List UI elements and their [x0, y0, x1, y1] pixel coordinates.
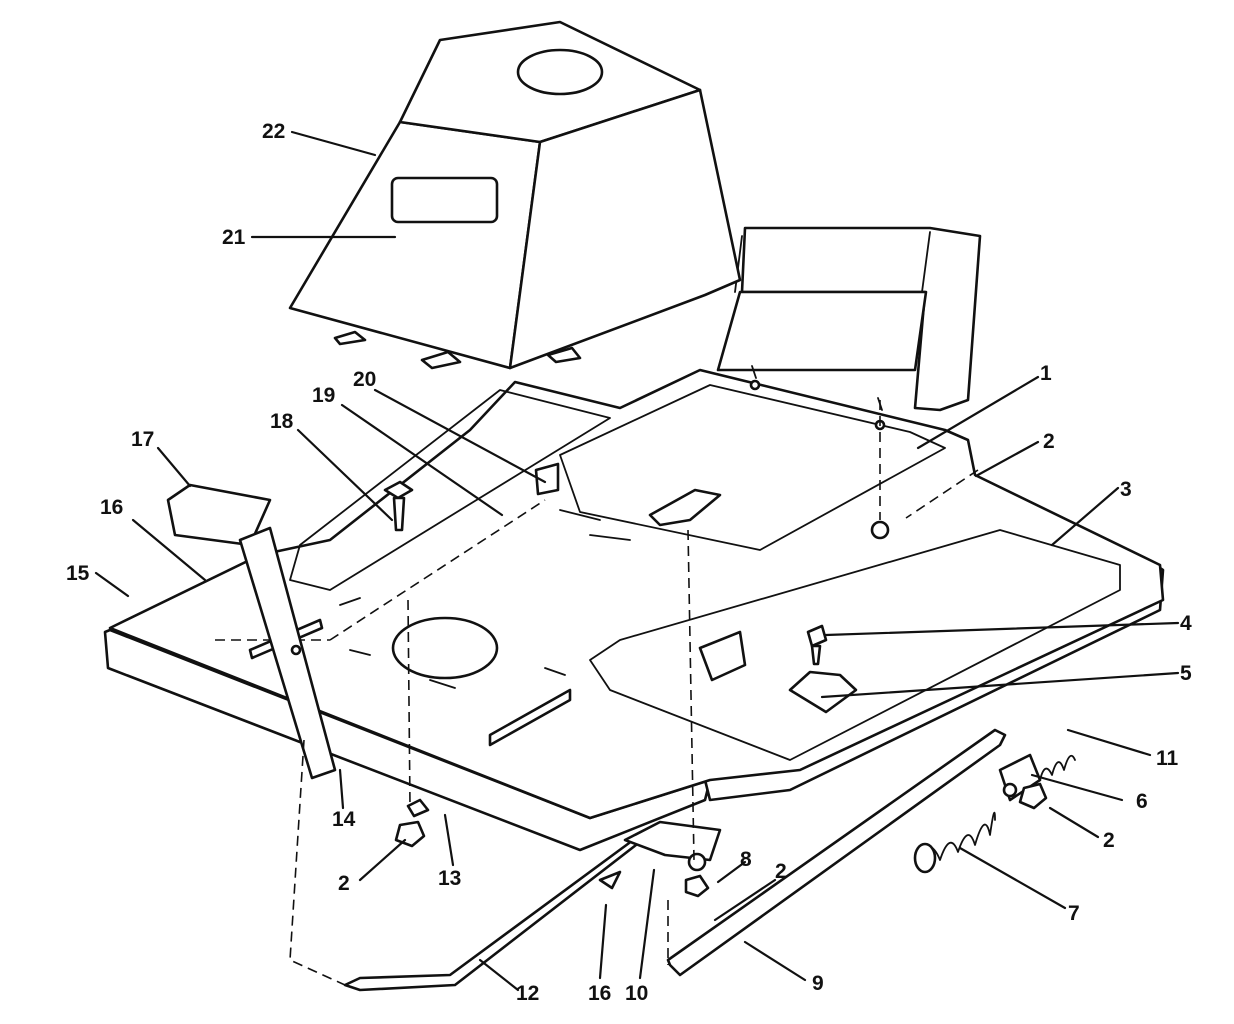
seat-back — [716, 226, 982, 412]
callout-6: 6 — [1136, 790, 1148, 813]
callout-22: 22 — [262, 120, 285, 143]
leader-lines — [94, 130, 1180, 992]
callout-2: 2 — [775, 860, 787, 883]
callout-3: 3 — [1120, 478, 1132, 501]
callout-2: 2 — [1103, 829, 1115, 852]
platform-part-15 — [103, 368, 1165, 852]
callout-19: 19 — [312, 384, 335, 407]
callout-17: 17 — [131, 428, 154, 451]
callout-1: 1 — [1040, 362, 1052, 385]
callout-18: 18 — [270, 410, 294, 433]
callout-15: 15 — [66, 562, 90, 585]
callout-12: 12 — [516, 982, 539, 1005]
callout-11: 11 — [1156, 747, 1179, 770]
callout-8: 8 — [740, 848, 752, 871]
callout-2: 2 — [1043, 430, 1055, 453]
callout-7: 7 — [1068, 902, 1080, 925]
callout-10: 10 — [625, 982, 648, 1005]
callout-2: 2 — [338, 872, 350, 895]
callout-16: 16 — [588, 982, 611, 1005]
callouts: 22 21 20 19 18 17 16 15 1 2 3 4 5 11 6 2… — [66, 120, 1192, 1005]
callout-20: 20 — [353, 368, 376, 391]
pedal-part-17 — [166, 483, 337, 780]
callout-13: 13 — [438, 867, 461, 890]
callout-14: 14 — [332, 808, 356, 831]
callout-21: 21 — [222, 226, 246, 249]
linkage-parts — [289, 400, 1076, 992]
callout-5: 5 — [1180, 662, 1192, 685]
callout-16: 16 — [100, 496, 123, 519]
callout-9: 9 — [812, 972, 824, 995]
fastener-group — [383, 365, 890, 714]
console-cover-part-21 — [288, 20, 742, 370]
callout-4: 4 — [1180, 612, 1192, 635]
